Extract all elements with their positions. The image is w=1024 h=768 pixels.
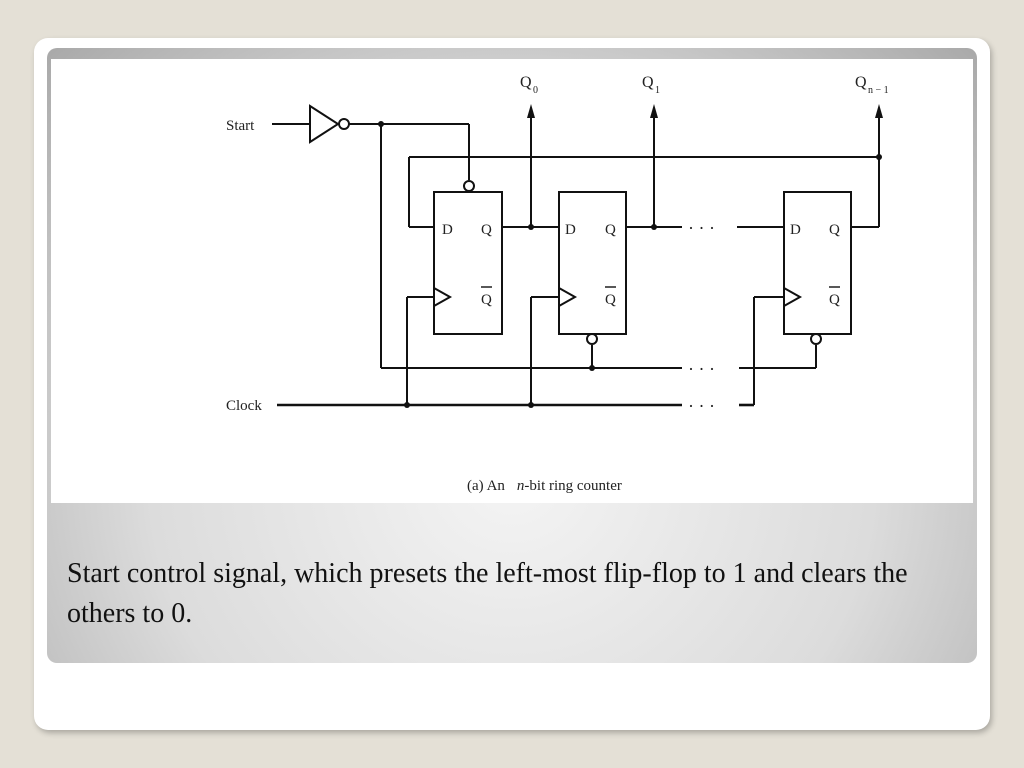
- clock-label: Clock: [226, 398, 262, 414]
- qn-subscript: n − 1: [868, 85, 889, 96]
- junction-start: [378, 121, 384, 127]
- ff0-qbar-label: Q: [481, 292, 492, 308]
- ff0-q-label: Q: [481, 222, 492, 238]
- ff1-clock-marker: [558, 287, 578, 307]
- q0-subscript: 0: [533, 85, 538, 96]
- junction-q1: [651, 224, 657, 230]
- ff0-d-label: D: [442, 222, 453, 238]
- ff1-d-label: D: [565, 222, 576, 238]
- caption-suffix: -bit ring counter: [524, 478, 621, 494]
- preset-bubble: [463, 180, 475, 192]
- flip-flop-n-1: [783, 191, 852, 335]
- junction-clear: [589, 365, 595, 371]
- inverter-bubble: [338, 118, 350, 130]
- q1-arrow: [650, 104, 658, 118]
- caption-prefix: (a) An: [467, 478, 505, 494]
- q1-subscript: 1: [655, 85, 660, 96]
- qn-label: Q: [855, 74, 867, 91]
- content-panel: Start Clock Q 0 Q 1 Q n − 1 D Q Q D Q Q …: [47, 48, 977, 663]
- ring-counter-figure: Start Clock Q 0 Q 1 Q n − 1 D Q Q D Q Q …: [51, 59, 973, 503]
- diagram-caption: (a) An n-bit ring counter: [467, 478, 622, 494]
- start-label: Start: [226, 118, 255, 134]
- caption-italic: n: [517, 478, 525, 494]
- qn-arrow: [875, 104, 883, 118]
- ff1-clear-bubble: [586, 333, 598, 345]
- flip-flop-0: [433, 191, 503, 335]
- start-inverter: [309, 104, 340, 144]
- junction-q0: [528, 224, 534, 230]
- junction-clock-0: [404, 402, 410, 408]
- ff1-qbar-label: Q: [605, 292, 616, 308]
- ffn-q-label: Q: [829, 222, 840, 238]
- ff0-clock-marker: [433, 287, 453, 307]
- clear-ellipsis: · · ·: [688, 359, 715, 379]
- slide-body-text: Start control signal, which presets the …: [67, 558, 908, 629]
- flip-flop-1: [558, 191, 627, 335]
- junction-clock-1: [528, 402, 534, 408]
- clock-ellipsis: · · ·: [688, 396, 715, 416]
- ffn-clock-marker: [783, 287, 803, 307]
- ffn-qbar-label: Q: [829, 292, 840, 308]
- ffn-clear-bubble: [810, 333, 822, 345]
- q1-label: Q: [642, 74, 654, 91]
- ring-counter-diagram: Start Clock Q 0 Q 1 Q n − 1 D Q Q D Q Q …: [226, 74, 889, 494]
- junction-feedback: [876, 154, 882, 160]
- chain-ellipsis: · · ·: [688, 218, 715, 238]
- ff1-q-label: Q: [605, 222, 616, 238]
- q0-label: Q: [520, 74, 532, 91]
- q0-arrow: [527, 104, 535, 118]
- ffn-d-label: D: [790, 222, 801, 238]
